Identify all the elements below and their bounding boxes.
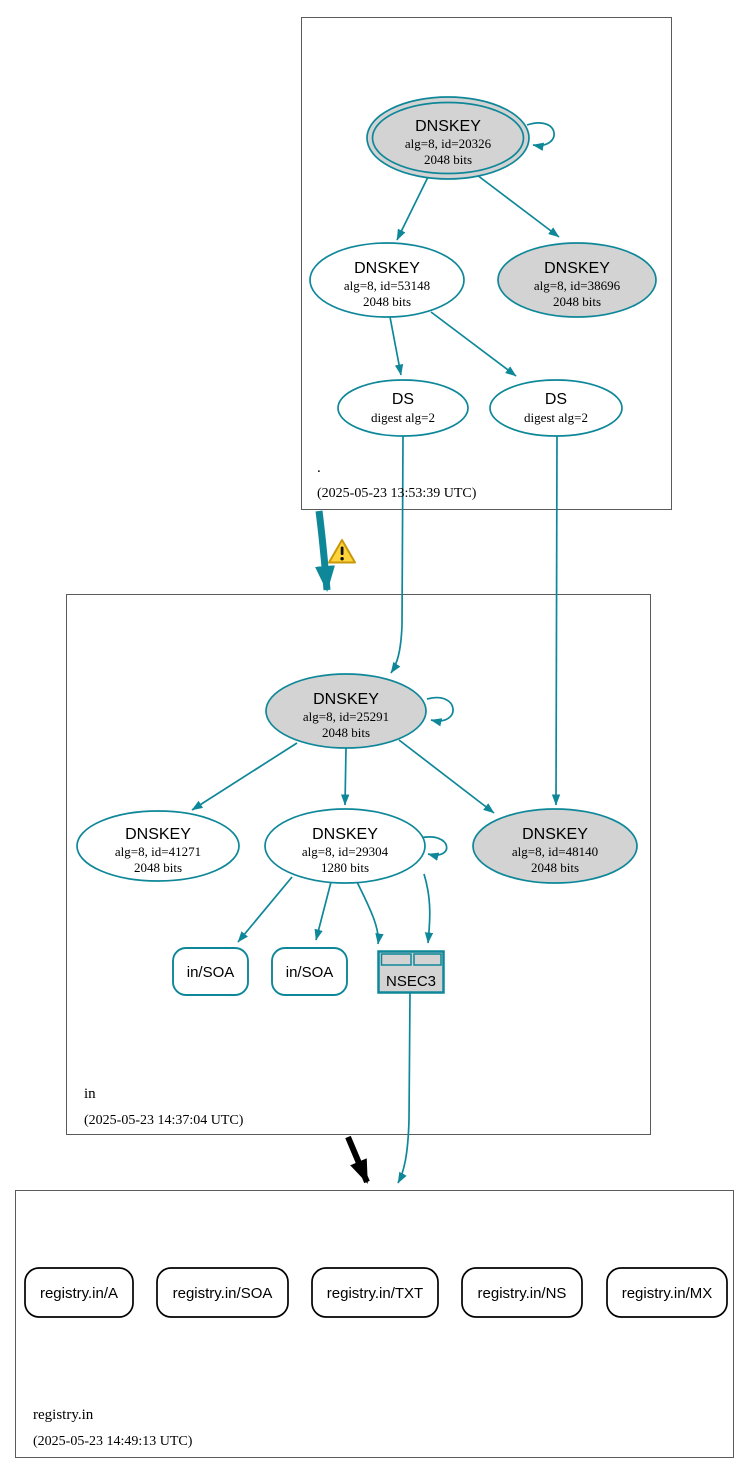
edge-ds-right-to-in-key48140 bbox=[551, 435, 561, 806]
node-alg-line: alg=8, id=41271 bbox=[115, 844, 201, 859]
node-bits-line: 2048 bits bbox=[134, 860, 182, 875]
edge-root-zsk-to-ds-left bbox=[389, 316, 404, 376]
edge-in-ksk-to-key41271 bbox=[191, 742, 298, 811]
zone-name-registry: registry.in bbox=[33, 1407, 94, 1423]
node-in-nsec3[interactable]: NSEC3 bbox=[377, 950, 445, 994]
edge-nsec3-to-registry-zone bbox=[397, 992, 411, 1184]
node-root-dnskey-20326[interactable]: DNSKEY alg=8, id=20326 2048 bits bbox=[366, 96, 530, 180]
node-alg-line: alg=8, id=25291 bbox=[303, 709, 389, 724]
zone-box-root bbox=[301, 17, 672, 510]
zone-box-registry-in bbox=[15, 1190, 734, 1458]
node-bits-line: 1280 bits bbox=[321, 860, 369, 875]
node-bits-line: 2048 bits bbox=[363, 294, 411, 309]
zone-timestamp-root: (2025-05-23 13:53:39 UTC) bbox=[317, 486, 477, 501]
node-title: DS bbox=[392, 391, 414, 408]
delegation-arrow-in-to-registry bbox=[345, 1135, 370, 1184]
node-bits-line: 2048 bits bbox=[424, 152, 472, 167]
delegation-arrow-root-to-in bbox=[315, 510, 335, 592]
node-title: DS bbox=[545, 391, 567, 408]
edge-key29304-to-nsec3-cell2 bbox=[423, 873, 434, 944]
node-label: in/SOA bbox=[286, 964, 334, 981]
zone-box-in bbox=[66, 594, 651, 1135]
node-registry-a[interactable]: registry.in/A bbox=[24, 1267, 134, 1318]
node-label: registry.in/TXT bbox=[327, 1285, 423, 1302]
edge-key29304-to-soa-right bbox=[314, 881, 332, 941]
edge-ds-left-to-in-ksk bbox=[390, 435, 404, 674]
node-title: DNSKEY bbox=[415, 118, 481, 135]
zone-name-in: in bbox=[84, 1086, 96, 1102]
zone-name-root: . bbox=[317, 460, 321, 476]
node-alg-line: alg=8, id=38696 bbox=[534, 278, 621, 293]
node-in-dnskey-29304[interactable]: DNSKEY alg=8, id=29304 1280 bits bbox=[264, 808, 426, 884]
node-alg-line: alg=8, id=20326 bbox=[405, 136, 492, 151]
node-title: DNSKEY bbox=[522, 826, 588, 843]
edge-key29304-to-nsec3-cell1 bbox=[356, 881, 384, 945]
node-title: DNSKEY bbox=[354, 260, 420, 277]
node-bits-line: 2048 bits bbox=[531, 860, 579, 875]
warning-icon bbox=[328, 539, 356, 564]
node-title: DNSKEY bbox=[125, 826, 191, 843]
node-label: registry.in/MX bbox=[622, 1285, 713, 1302]
node-in-dnskey-41271[interactable]: DNSKEY alg=8, id=41271 2048 bits bbox=[76, 810, 240, 882]
node-alg-line: alg=8, id=29304 bbox=[302, 844, 389, 859]
node-label: in/SOA bbox=[187, 964, 235, 981]
node-root-ds-left[interactable]: DS digest alg=2 bbox=[337, 379, 469, 437]
edge-in-ksk-to-key29304 bbox=[340, 747, 350, 806]
edge-key29304-self-sign-loop bbox=[419, 836, 448, 861]
node-alg-line: alg=8, id=53148 bbox=[344, 278, 430, 293]
node-registry-soa[interactable]: registry.in/SOA bbox=[156, 1267, 289, 1318]
node-bits-line: 2048 bits bbox=[322, 725, 370, 740]
edge-root-ksk-to-zsk bbox=[396, 176, 429, 241]
node-root-ds-right[interactable]: DS digest alg=2 bbox=[489, 379, 623, 437]
node-title: DNSKEY bbox=[313, 691, 379, 708]
edge-root-ksk-self-sign-loop bbox=[526, 122, 555, 151]
node-registry-ns[interactable]: registry.in/NS bbox=[461, 1267, 583, 1318]
edge-in-ksk-self-sign-loop bbox=[426, 696, 454, 727]
node-digest-line: digest alg=2 bbox=[371, 410, 435, 425]
node-in-dnskey-48140[interactable]: DNSKEY alg=8, id=48140 2048 bits bbox=[472, 808, 638, 884]
edge-root-zsk-to-ds-right bbox=[430, 311, 517, 377]
node-label: NSEC3 bbox=[386, 973, 436, 990]
node-in-dnskey-25291[interactable]: DNSKEY alg=8, id=25291 2048 bits bbox=[265, 673, 427, 749]
node-bits-line: 2048 bits bbox=[553, 294, 601, 309]
edge-key29304-to-soa-left bbox=[237, 876, 293, 943]
node-digest-line: digest alg=2 bbox=[524, 410, 588, 425]
node-registry-txt[interactable]: registry.in/TXT bbox=[311, 1267, 439, 1318]
node-title: DNSKEY bbox=[544, 260, 610, 277]
node-root-dnskey-53148[interactable]: DNSKEY alg=8, id=53148 2048 bits bbox=[309, 242, 465, 318]
node-in-soa-right[interactable]: in/SOA bbox=[271, 947, 348, 996]
node-label: registry.in/A bbox=[40, 1285, 118, 1302]
node-root-dnskey-38696[interactable]: DNSKEY alg=8, id=38696 2048 bits bbox=[497, 242, 657, 318]
node-label: registry.in/SOA bbox=[173, 1285, 273, 1302]
node-registry-mx[interactable]: registry.in/MX bbox=[606, 1267, 728, 1318]
node-title: DNSKEY bbox=[312, 826, 378, 843]
edge-root-ksk-to-key38696 bbox=[476, 174, 560, 238]
node-in-soa-left[interactable]: in/SOA bbox=[172, 947, 249, 996]
zone-timestamp-in: (2025-05-23 14:37:04 UTC) bbox=[84, 1113, 244, 1128]
edge-in-ksk-to-key48140 bbox=[398, 739, 495, 814]
node-label: registry.in/NS bbox=[478, 1285, 567, 1302]
zone-timestamp-registry: (2025-05-23 14:49:13 UTC) bbox=[33, 1434, 193, 1449]
node-alg-line: alg=8, id=48140 bbox=[512, 844, 598, 859]
